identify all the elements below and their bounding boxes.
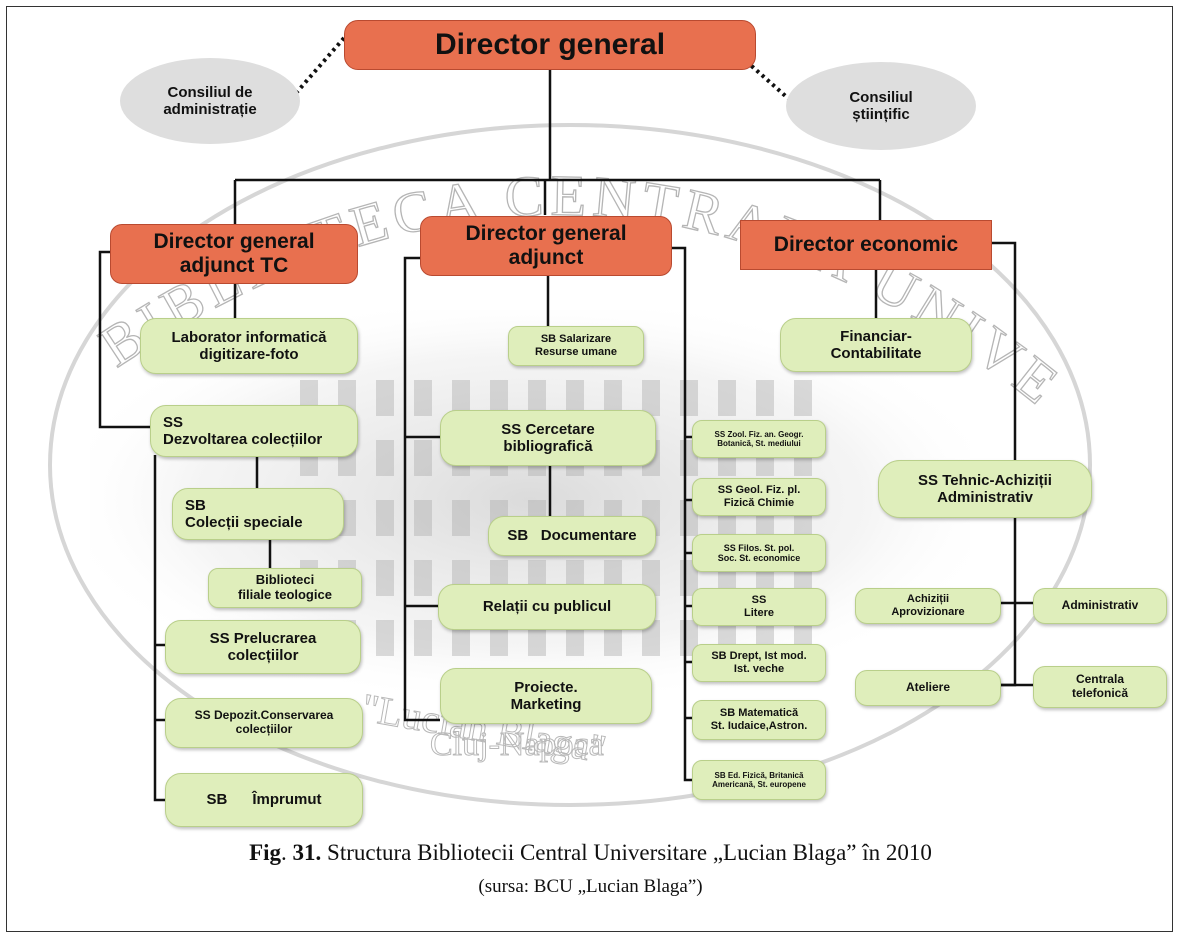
biblioteci-filiale-label: Biblioteci filiale teologice — [238, 572, 332, 602]
director-general-label: Director general — [434, 27, 666, 61]
biblioteci-filiale-box: Biblioteci filiale teologice — [208, 568, 362, 608]
proiecte-marketing-box: Proiecte. Marketing — [440, 668, 652, 724]
ss-cercetare-box: SS Cercetare bibliografică — [440, 410, 656, 466]
watermark-window — [452, 380, 470, 416]
sb-ed-fizica-box: SB Ed. Fizică, Britanică Americană, St. … — [692, 760, 826, 800]
ss-depozit-box: SS Depozit.Conservarea colecțiilor — [165, 698, 363, 748]
sb-drept-box: SB Drept, Ist mod. Ist. veche — [692, 644, 826, 682]
watermark-window — [490, 380, 508, 416]
ss-dezvoltarea-box: SS Dezvoltarea colecțiilor — [150, 405, 358, 457]
watermark-window — [376, 440, 394, 476]
ss-zool-label: SS Zool. Fiz. an. Geogr. Botanică, St. m… — [714, 429, 804, 448]
director-economic-box: Director economic — [740, 220, 992, 270]
proiecte-marketing-label: Proiecte. Marketing — [510, 678, 582, 713]
caption-title: Fig. 31. Structura Bibliotecii Central U… — [0, 840, 1181, 866]
watermark-window — [376, 500, 394, 536]
sb-salarizare-label: SB Salarizare Resurse umane — [535, 333, 617, 358]
consiliul-stiintific-ellipse: Consiliul științific — [786, 62, 976, 150]
sb-matematica-box: SB Matematică St. Iudaice,Astron. — [692, 700, 826, 740]
centrala-label: Centrala telefonică — [1071, 672, 1128, 700]
watermark-window — [756, 380, 774, 416]
watermark-window — [414, 500, 432, 536]
watermark-window — [604, 380, 622, 416]
ss-tehnic-label: SS Tehnic-Achiziții Administrativ — [918, 471, 1052, 506]
laborator-box: Laborator informatică digitizare-foto — [140, 318, 358, 374]
watermark-window — [414, 440, 432, 476]
watermark-seal-ellipse — [48, 123, 1092, 807]
watermark-window — [794, 380, 812, 416]
watermark-window — [376, 380, 394, 416]
ss-tehnic-box: SS Tehnic-Achiziții Administrativ — [878, 460, 1092, 518]
administrativ-label: Administrativ — [1061, 598, 1139, 613]
ss-cercetare-label: SS Cercetare bibliografică — [501, 420, 595, 455]
achizitii-label: Achiziții Aprovizionare — [891, 593, 965, 618]
administrativ-box: Administrativ — [1033, 588, 1167, 624]
ss-litere-label: SS Litere — [744, 594, 774, 619]
director-general-box: Director general — [344, 20, 756, 70]
ss-prelucrarea-box: SS Prelucrarea colecțiilor — [165, 620, 361, 674]
watermark-window — [642, 620, 660, 656]
relatii-publicul-box: Relații cu publicul — [438, 584, 656, 630]
watermark-window — [566, 380, 584, 416]
ss-zool-box: SS Zool. Fiz. an. Geogr. Botanică, St. m… — [692, 420, 826, 458]
watermark-window — [718, 380, 736, 416]
sb-drept-label: SB Drept, Ist mod. Ist. veche — [711, 650, 807, 675]
ss-filos-label: SS Filos. St. pol. Soc. St. economice — [717, 542, 801, 563]
ss-prelucrarea-label: SS Prelucrarea colecțiilor — [209, 629, 317, 664]
watermark-window — [452, 500, 470, 536]
figure-frame — [6, 6, 1173, 932]
laborator-label: Laborator informatică digitizare-foto — [171, 328, 327, 363]
centrala-box: Centrala telefonică — [1033, 666, 1167, 708]
relatii-publicul-label: Relații cu publicul — [482, 598, 612, 616]
sb-documentare-label: SB Documentare — [507, 527, 637, 545]
ss-depozit-label: SS Depozit.Conservarea colecțiilor — [194, 708, 334, 736]
watermark-window — [414, 560, 432, 596]
sb-salarizare-box: SB Salarizare Resurse umane — [508, 326, 644, 366]
ss-geol-label: SS Geol. Fiz. pl. Fizică Chimie — [717, 484, 801, 509]
watermark-window — [642, 380, 660, 416]
sb-colectii-speciale-label: SB Colecții speciale — [185, 496, 303, 531]
sb-documentare-box: SB Documentare — [488, 516, 656, 556]
caption-dot: . — [281, 840, 293, 865]
dga-tc-box: Director general adjunct TC — [110, 224, 358, 284]
ss-dezvoltarea-label: SS Dezvoltarea colecțiilor — [163, 413, 323, 448]
sb-imprumut-label: SB Împrumut — [206, 791, 322, 809]
watermark-window — [414, 380, 432, 416]
caption-text: Structura Bibliotecii Central Universita… — [321, 840, 932, 865]
watermark-city-text: Cluj-Napoca — [430, 726, 604, 763]
watermark-window — [376, 620, 394, 656]
sb-matematica-label: SB Matematică St. Iudaice,Astron. — [710, 707, 808, 732]
dga-box: Director general adjunct — [420, 216, 672, 276]
consiliul-administratie-ellipse: Consiliul de administrație — [120, 58, 300, 144]
ss-geol-box: SS Geol. Fiz. pl. Fizică Chimie — [692, 478, 826, 516]
financiar-label: Financiar- Contabilitate — [830, 327, 922, 362]
dga-label: Director general adjunct — [465, 221, 627, 269]
dga-tc-label: Director general adjunct TC — [153, 229, 315, 277]
watermark-window — [528, 380, 546, 416]
achizitii-box: Achiziții Aprovizionare — [855, 588, 1001, 624]
watermark-window — [414, 620, 432, 656]
director-economic-label: Director economic — [773, 232, 959, 256]
consiliul-administratie-label: Consiliul de administrație — [163, 83, 257, 118]
consiliul-stiintific-label: Consiliul științific — [849, 88, 913, 123]
ateliere-label: Ateliere — [905, 680, 951, 695]
watermark-window — [376, 560, 394, 596]
ss-litere-box: SS Litere — [692, 588, 826, 626]
financiar-box: Financiar- Contabilitate — [780, 318, 972, 372]
sb-imprumut-box: SB Împrumut — [165, 773, 363, 827]
caption-prefix: Fig — [249, 840, 282, 865]
ateliere-box: Ateliere — [855, 670, 1001, 706]
sb-colectii-speciale-box: SB Colecții speciale — [172, 488, 344, 540]
sb-ed-fizica-label: SB Ed. Fizică, Britanică Americană, St. … — [712, 770, 806, 789]
ss-filos-box: SS Filos. St. pol. Soc. St. economice — [692, 534, 826, 572]
caption-number: 31. — [292, 840, 322, 865]
caption-source: (sursa: BCU „Lucian Blaga”) — [478, 876, 703, 897]
